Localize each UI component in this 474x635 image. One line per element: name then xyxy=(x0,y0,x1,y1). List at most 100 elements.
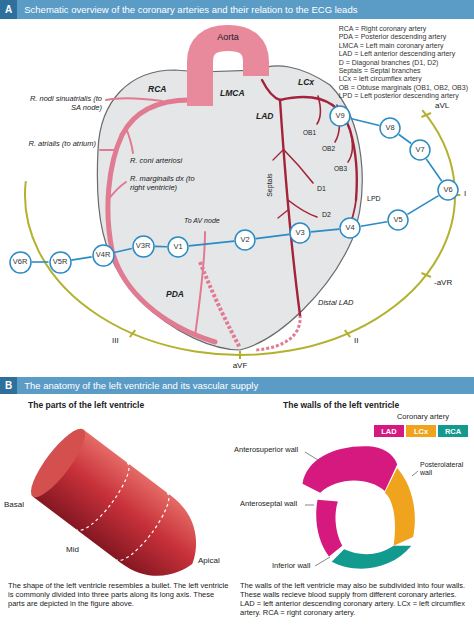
leader-line xyxy=(315,557,330,566)
chest-lead-electrode: V2 xyxy=(234,229,256,251)
lead-connector xyxy=(114,249,132,253)
lead-connector xyxy=(189,241,234,246)
lead-connector xyxy=(32,261,49,263)
electrode-circle xyxy=(410,140,430,160)
ob1-artery xyxy=(317,96,321,124)
electrode-circle xyxy=(133,236,154,257)
lead-name: V5R xyxy=(53,258,68,266)
pda-artery xyxy=(200,262,240,348)
artery-label: LCx xyxy=(298,77,314,87)
lead-tick xyxy=(239,351,241,359)
electrode-circle xyxy=(330,106,350,126)
branch-label: R. nodi sinuatrialis (to SA node) xyxy=(22,95,102,113)
heart-outline xyxy=(97,66,362,350)
limb-lead-label: III xyxy=(112,336,119,345)
branch-label: R. coni arteriosi xyxy=(130,157,182,166)
caption-text: The shape of the left ventricle resemble… xyxy=(8,582,230,609)
limb-lead-label: aVF xyxy=(233,361,248,370)
chest-lead-electrode: V9 xyxy=(329,105,351,127)
left-ventricle-bullet xyxy=(23,422,217,597)
d1-artery xyxy=(284,150,313,183)
electrode-circle xyxy=(388,210,408,230)
chest-lead-electrode: V6R xyxy=(9,251,32,274)
inferior-wall xyxy=(332,546,412,569)
lead-name: V9 xyxy=(335,112,344,120)
electrode-circle xyxy=(438,180,458,200)
segment-divider xyxy=(77,463,137,537)
lead-name: V8 xyxy=(385,124,394,132)
lead-name: V1 xyxy=(173,243,182,251)
ob3-artery xyxy=(348,130,352,162)
abbreviation: Septals = Septal branches xyxy=(339,67,468,75)
legend-swatch: LCx xyxy=(406,425,436,437)
wall-label: Inferior wall xyxy=(272,562,310,571)
legend-swatch: RCA xyxy=(438,425,468,437)
panel-letter: B xyxy=(0,377,17,394)
anterosuperior-wall xyxy=(302,446,397,492)
electrode-circle xyxy=(235,230,255,250)
leader-lines xyxy=(305,452,418,566)
chest-lead-electrode: V4R xyxy=(92,244,115,267)
abbreviation: D = Diagonal branches (D1, D2) xyxy=(339,59,468,67)
lead-tick xyxy=(422,113,431,117)
lead-connector xyxy=(311,229,339,232)
lead-connector xyxy=(407,196,438,215)
lead-tick xyxy=(345,330,350,337)
panel-title: Schematic overview of the coronary arter… xyxy=(17,0,364,19)
branch-label: R. atrialis (to atrium) xyxy=(22,140,96,149)
distal-lad-artery xyxy=(255,315,300,350)
posterolateral-wall xyxy=(385,468,415,546)
wall-label: Posterolateral wall xyxy=(420,461,470,478)
leader-line xyxy=(305,505,314,506)
av-node-branch xyxy=(195,232,205,336)
part-label: Mid xyxy=(66,545,79,554)
branch-label: To AV node xyxy=(184,217,220,225)
lead-name: V4R xyxy=(96,251,111,259)
branch-label: OB1 xyxy=(303,129,316,137)
lead-connector xyxy=(154,246,167,248)
subheading: The parts of the left ventricle xyxy=(28,400,144,410)
electrode-circle xyxy=(93,245,114,266)
electrode-circle xyxy=(340,218,360,238)
electrode-circle xyxy=(290,223,310,243)
chest-lead-electrode: V1 xyxy=(167,236,189,258)
branch-label: LPD xyxy=(367,195,381,203)
conus-branch xyxy=(126,128,133,153)
lead-name: V6 xyxy=(443,186,452,194)
wall-label: Anterosuperior wall xyxy=(234,446,298,455)
abbreviation: LCx = left circumflex artery xyxy=(339,75,468,83)
lead-connector xyxy=(256,234,289,238)
chest-lead-electrode: V5R xyxy=(49,251,72,274)
electrode-circle xyxy=(50,252,71,273)
abbreviation: RCA = Right coronary artery xyxy=(339,25,468,33)
part-label: Basal xyxy=(4,500,24,509)
lead-tick xyxy=(130,330,135,337)
chest-lead-electrode: V6 xyxy=(437,179,459,201)
sa-node-branch xyxy=(106,98,162,101)
lead-name: V5 xyxy=(393,216,402,224)
abbreviation: OB = Obtuse marginals (OB1, OB2, OB3) xyxy=(339,84,468,92)
lead-connector xyxy=(426,159,441,181)
leader-line xyxy=(305,452,318,460)
artery-label: LAD xyxy=(256,111,273,121)
caption-text: The walls of the left ventricle may also… xyxy=(240,582,468,617)
panel-header: BThe anatomy of the left ventricle and i… xyxy=(0,377,474,394)
abbreviation: PDA = Posterior descending artery xyxy=(339,33,468,41)
chest-lead-electrode: V3 xyxy=(289,222,311,244)
branch-label: OB2 xyxy=(322,145,335,153)
legend-swatch: LAD xyxy=(374,425,404,437)
part-label: Apical xyxy=(198,556,220,565)
limb-lead-label: -aVR xyxy=(434,278,452,287)
artery-label: Distal LAD xyxy=(318,299,353,308)
artery-label: LMCA xyxy=(220,88,245,98)
ventricle-walls xyxy=(302,446,414,568)
aorta xyxy=(200,38,256,106)
chest-lead-electrode: V7 xyxy=(409,139,431,161)
d2-artery xyxy=(288,200,317,217)
panel-letter: A xyxy=(0,0,17,19)
marginal-branch xyxy=(108,182,126,200)
lmca-artery xyxy=(262,80,280,100)
aorta-label: Aorta xyxy=(217,32,239,43)
abbreviation: LAD = Left anterior descending artery xyxy=(339,50,468,58)
